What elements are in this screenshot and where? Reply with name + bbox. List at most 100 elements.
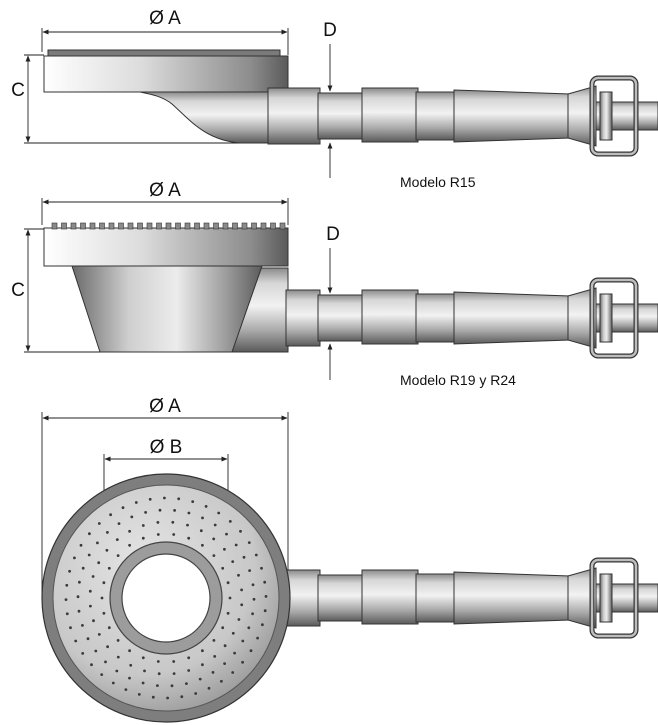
burner-hole [102,581,106,585]
burner-hole [231,671,235,674]
burner-hole [115,669,119,673]
burner-hole [204,505,208,508]
burner-hole [89,604,92,608]
burner-hole [156,660,160,663]
burner-hole [241,660,245,664]
burner-hole [221,566,225,570]
burner-hole [228,596,232,600]
burner-hole [128,676,131,680]
burner-hole [264,595,268,598]
port-tooth [156,222,162,230]
burner-hole [201,516,204,520]
r15-side-view: Ø A C D Modelo R15 [11,8,658,190]
burner-hole [249,649,253,653]
port-tooth [232,222,238,230]
burner-hole [212,554,216,557]
port-tooth [118,222,124,230]
r19-side-view: Ø A C D Modelo R19 y R24 [11,180,658,388]
burner-hole [170,684,174,688]
burner-hole [171,520,175,524]
port-tooth [89,222,96,230]
burner-hole [187,669,191,672]
burner-hole [100,596,104,600]
port-tooth [61,222,67,230]
burner-hole [213,523,217,527]
burner-hole [69,626,72,630]
burner-hole [217,511,221,515]
burner-hole [86,637,90,641]
burner-hole [88,589,92,593]
burner-hole [76,595,80,599]
burner-hole [220,679,223,683]
burner-hole [107,566,111,570]
burner-hole [211,671,215,674]
r15-dim-c-label: C [11,80,25,101]
burner-hole [115,538,119,541]
burner-hole [121,506,125,510]
port-tooth [213,222,219,230]
port-tooth [99,222,105,230]
burner-hole [148,497,152,501]
burner-hole [198,677,202,681]
burner-hole [65,612,69,616]
burner-hole [248,569,252,572]
top-view: Ø A Ø B [41,396,658,723]
burner-hole [141,656,145,660]
burner-hole [141,524,145,527]
burner-hole [105,548,109,552]
burner-hole [252,597,256,601]
burner-hole [172,533,176,536]
burner-hole [228,520,232,523]
burner-hole [237,618,241,621]
burner-hole [64,598,68,601]
burner-hole [172,672,176,675]
r19-caption: Modelo R19 y R24 [400,372,516,388]
burner-hole [116,639,120,642]
burner-hole [74,639,78,643]
burner-hole [241,639,245,643]
burner-hole [221,626,225,630]
burner-hole [106,531,109,534]
burner-hole [212,537,216,541]
burner-hole [137,693,141,696]
port-tooth [279,222,286,230]
burner-hole [234,543,238,547]
burner-hole [88,532,91,536]
burner-hole [166,696,170,700]
burner-hole [247,626,251,630]
burner-hole [129,663,133,667]
burner-hole [117,522,121,525]
burner-hole [263,580,267,584]
burner-hole [173,509,177,512]
burner-hole [194,692,198,695]
burner-hole [97,561,101,565]
burner-hole [128,649,132,653]
burner-hole [81,652,85,655]
burner-hole [109,513,112,517]
burner-hole [261,623,264,627]
burner-hole [144,511,148,514]
burner-hole [124,688,128,691]
r15-dim-d-label: D [323,20,337,41]
port-tooth [127,222,134,230]
r19-dim-c-label: C [11,280,25,301]
burner-hole [201,543,204,547]
burner-hole [223,547,226,551]
burner-hole [91,575,95,578]
port-tooth [80,222,86,230]
burner-hole [97,522,101,525]
burner-hole [128,543,132,547]
burner-hole [102,611,106,615]
burner-hole [157,672,161,676]
burner-hole [68,569,71,573]
burner-hole [199,529,203,533]
burner-hole [163,496,166,500]
burner-hole [247,541,251,544]
burner-hole [240,588,244,592]
port-tooth [241,222,248,230]
burner-hole [87,553,91,557]
burner-hole [100,673,104,676]
burner-hole [65,583,69,587]
burner-hole [207,686,211,690]
burner-hole [225,532,228,536]
